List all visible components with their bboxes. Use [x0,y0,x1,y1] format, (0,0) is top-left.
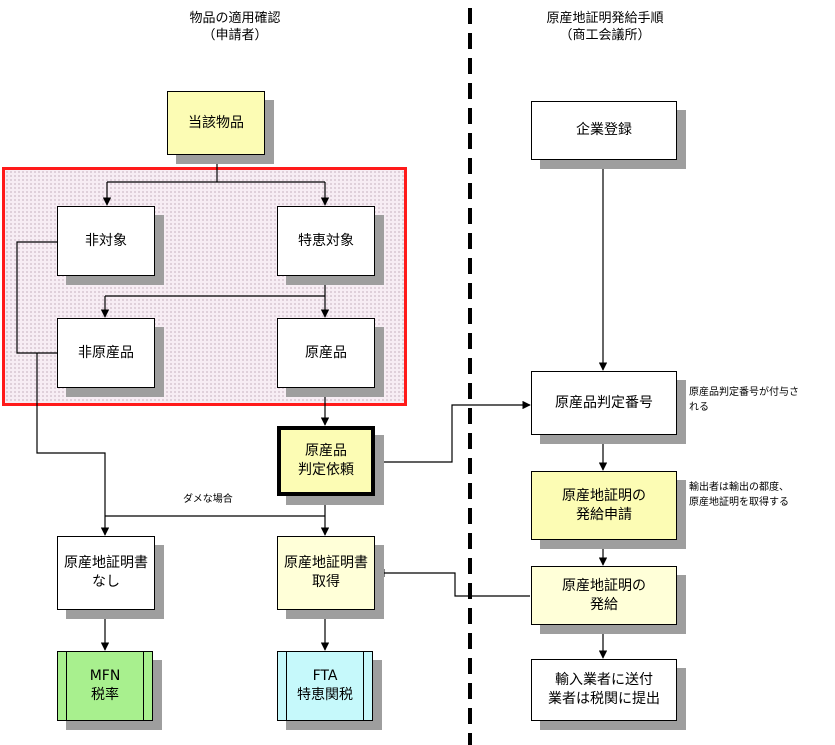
node-send-to-importer: 輸入業者に送付 業者は税関に提出 [531,659,677,721]
node-fta: FTA 特恵関税 [277,651,373,721]
node-certificate-obtained: 原産地証明書 取得 [277,536,375,610]
node-no-certificate: 原産地証明書 なし [57,536,155,610]
edge-goods-branch [107,154,325,183]
node-mfn: MFN 税率 [57,651,153,721]
left-column-title: 物品の適用確認 [189,11,281,26]
node-not-target: 非対象 [57,206,155,276]
edge-preferential-split [105,276,326,297]
node-goods: 当該物品 [167,91,265,155]
right-column-subtitle: （商工会議所） [559,28,651,43]
left-column-subtitle: （申請者） [202,28,268,43]
node-company-registration: 企業登録 [531,101,677,160]
note-rejected: ダメな場合 [183,494,233,505]
edge-non-origin-down [36,353,110,536]
node-judgment-request: 原産品 判定依頼 [277,426,375,496]
note-number-assigned: 原産品判定番号が付与さ れる [689,387,799,413]
node-origin: 原産品 [277,318,375,388]
note-exporter-acquires: 輸出者は輸出の都度、 原産地証明を取得する [689,482,789,508]
edge-issue-obtained [376,568,530,597]
left-column-header: 物品の適用確認 （申請者） [140,10,330,44]
node-preferential-target: 特恵対象 [277,206,375,276]
edge-not-target-loop [16,241,57,354]
node-certificate-issue: 原産地証明の 発給 [531,566,677,625]
node-non-origin: 非原産品 [57,318,155,388]
node-judgment-number: 原産品判定番号 [531,371,677,435]
edge-request-number [377,400,531,463]
node-certificate-application: 原産地証明の 発給申請 [531,471,677,540]
right-column-header: 原産地証明発給手順 （商工会議所） [520,10,690,44]
right-column-title: 原産地証明発給手順 [546,11,664,26]
